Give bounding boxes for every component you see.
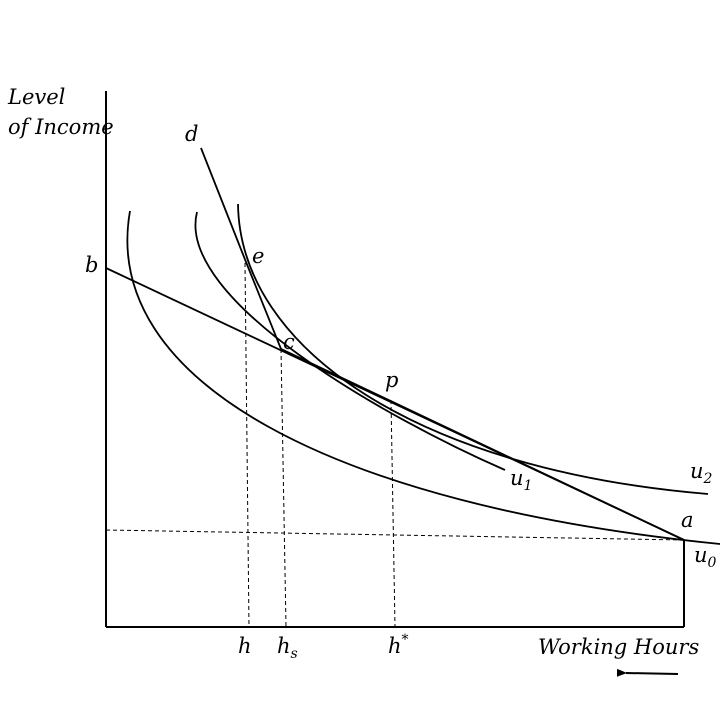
x-tick-hstar: h*	[388, 632, 409, 658]
h-dashed-line	[244, 262, 250, 628]
curve-label-u1: u1	[510, 466, 532, 494]
direction-arrow-icon	[616, 668, 679, 677]
indifference-curve-u1	[194, 211, 506, 471]
budget-line-da	[200, 147, 685, 541]
point-label-c: c	[283, 330, 295, 354]
indifference-curve-u2	[237, 203, 709, 495]
y-axis-label-line2: of Income	[8, 115, 114, 139]
curve-label-u2: u2	[690, 459, 713, 487]
indifference-curve-u0	[126, 210, 720, 545]
x-tick-hs: hs	[277, 634, 298, 662]
hstar-dashed-line	[390, 399, 396, 628]
point-label-e: e	[252, 244, 264, 268]
y-axis-label-line1: Level	[7, 85, 65, 109]
curve-label-u0: u0	[694, 543, 717, 571]
income-dashed-line	[105, 529, 685, 541]
point-label-p: p	[385, 368, 398, 392]
point-label-a: a	[681, 508, 694, 532]
point-label-d: d	[185, 122, 198, 146]
point-label-b: b	[85, 253, 98, 277]
x-axis-label: Working Hours	[538, 635, 699, 659]
hs-dashed-line	[280, 348, 287, 628]
x-tick-h: h	[238, 634, 252, 658]
